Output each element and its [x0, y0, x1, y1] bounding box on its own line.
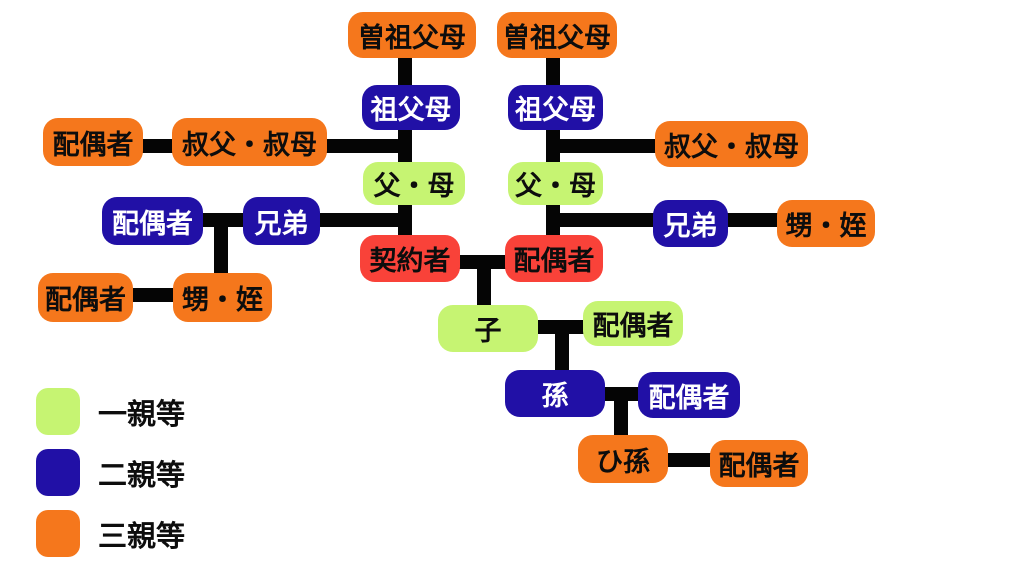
connector-line	[614, 390, 628, 442]
node-soso-fubo-2: 曽祖父母	[497, 12, 617, 58]
node-kyodai-1: 兄弟	[243, 197, 320, 245]
connector-line	[555, 322, 569, 377]
legend-label: 一親等	[98, 396, 186, 431]
node-keiyakusha: 契約者	[360, 235, 460, 282]
connector-line	[661, 453, 717, 467]
node-oi-mei-1: 甥・姪	[173, 273, 272, 322]
legend-swatch-degree3	[36, 510, 80, 557]
node-soso-fubo-1: 曽祖父母	[348, 12, 476, 58]
node-ko-spouse: 配偶者	[583, 301, 683, 346]
node-kyodai-2: 兄弟	[653, 200, 728, 247]
legend-swatch-degree1	[36, 388, 80, 435]
connector-line	[398, 50, 412, 94]
connector-line	[546, 50, 560, 94]
connector-line	[546, 139, 660, 153]
connector-line	[214, 218, 228, 278]
node-sofubo-1: 祖父母	[362, 85, 460, 130]
node-oi-mei-2: 甥・姪	[777, 200, 875, 247]
legend-item-degree1: 一親等	[36, 388, 185, 435]
node-ko: 子	[438, 305, 538, 352]
legend: 一親等二親等三親等	[36, 388, 185, 557]
node-himago: ひ孫	[578, 435, 668, 483]
legend-swatch-degree2	[36, 449, 80, 496]
node-oji-oba-2: 叔父・叔母	[655, 121, 808, 167]
node-oji-spouse-1: 配偶者	[43, 118, 143, 166]
connector-line	[477, 258, 491, 310]
node-fubo-1: 父・母	[363, 162, 465, 205]
node-kyodai-spouse-1: 配偶者	[102, 197, 203, 245]
node-himago-spouse: 配偶者	[710, 440, 808, 487]
node-oji-oba-1: 叔父・叔母	[172, 118, 327, 166]
node-oi-mei-spouse-1: 配偶者	[38, 273, 133, 322]
connector-line	[127, 288, 180, 302]
connector-line	[135, 139, 180, 153]
connector-line	[546, 213, 660, 227]
node-mago-spouse: 配偶者	[638, 372, 740, 418]
connector-line	[312, 213, 412, 227]
legend-label: 二親等	[98, 457, 186, 492]
legend-label: 三親等	[98, 518, 186, 553]
node-mago: 孫	[505, 370, 605, 417]
legend-item-degree2: 二親等	[36, 449, 185, 496]
node-fubo-2: 父・母	[508, 162, 603, 205]
node-keiyakusha-spouse: 配偶者	[505, 235, 603, 282]
node-sofubo-2: 祖父母	[508, 85, 603, 130]
connector-line	[320, 139, 412, 153]
legend-item-degree3: 三親等	[36, 510, 185, 557]
connector-line	[721, 213, 783, 227]
